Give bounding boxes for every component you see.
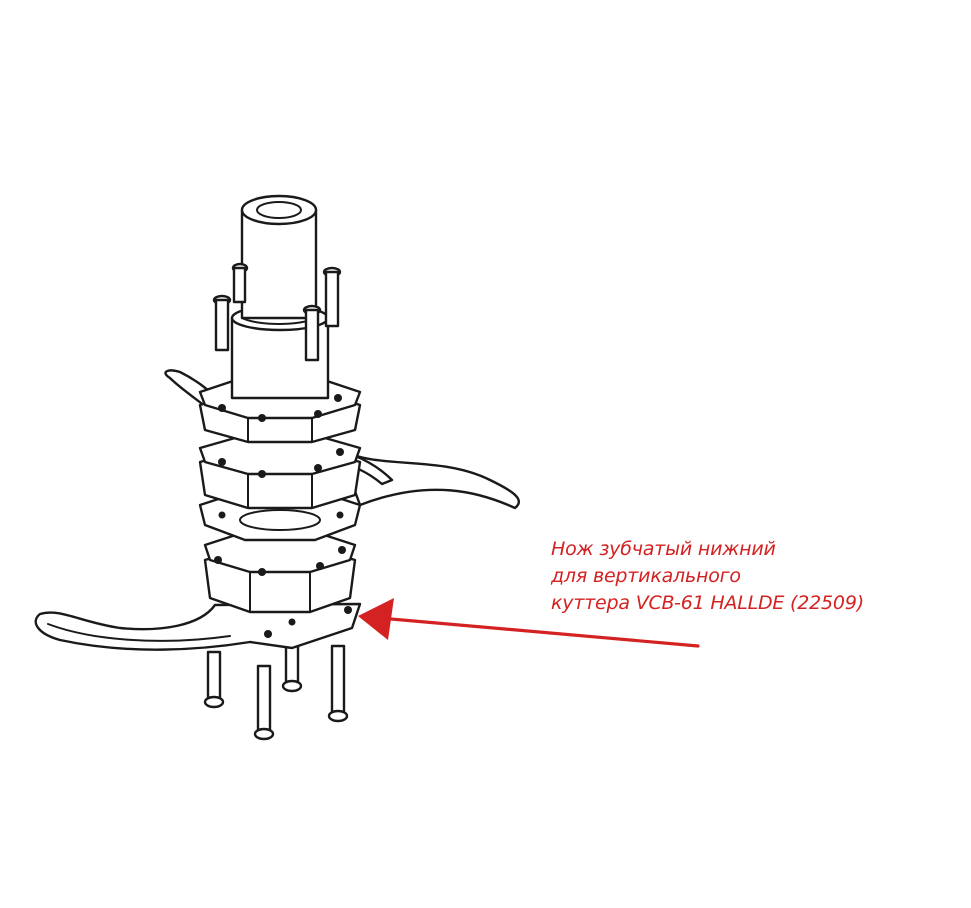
callout-arrow [358,598,700,648]
bolt [253,664,275,741]
bolt [231,262,249,304]
lower-hex-nut [203,530,357,614]
callout-line-1: Нож зубчатый нижний [551,538,776,560]
central-shaft [230,194,330,400]
part-callout-label: Нож зубчатый нижний для вертикального ку… [551,536,864,617]
lower-bolts [203,638,349,741]
upper-bolts [212,262,342,362]
callout-line-2: для вертикального [551,565,741,587]
bolt [281,638,303,693]
middle-hex-nut [198,434,362,510]
bolt [302,304,322,362]
bolt [212,294,232,352]
bolt [203,650,225,709]
lower-knife-blade [34,602,362,651]
bolt [327,644,349,723]
callout-line-3: куттера VCB-61 HALLDE (22509) [551,592,864,614]
bolt [322,266,342,328]
